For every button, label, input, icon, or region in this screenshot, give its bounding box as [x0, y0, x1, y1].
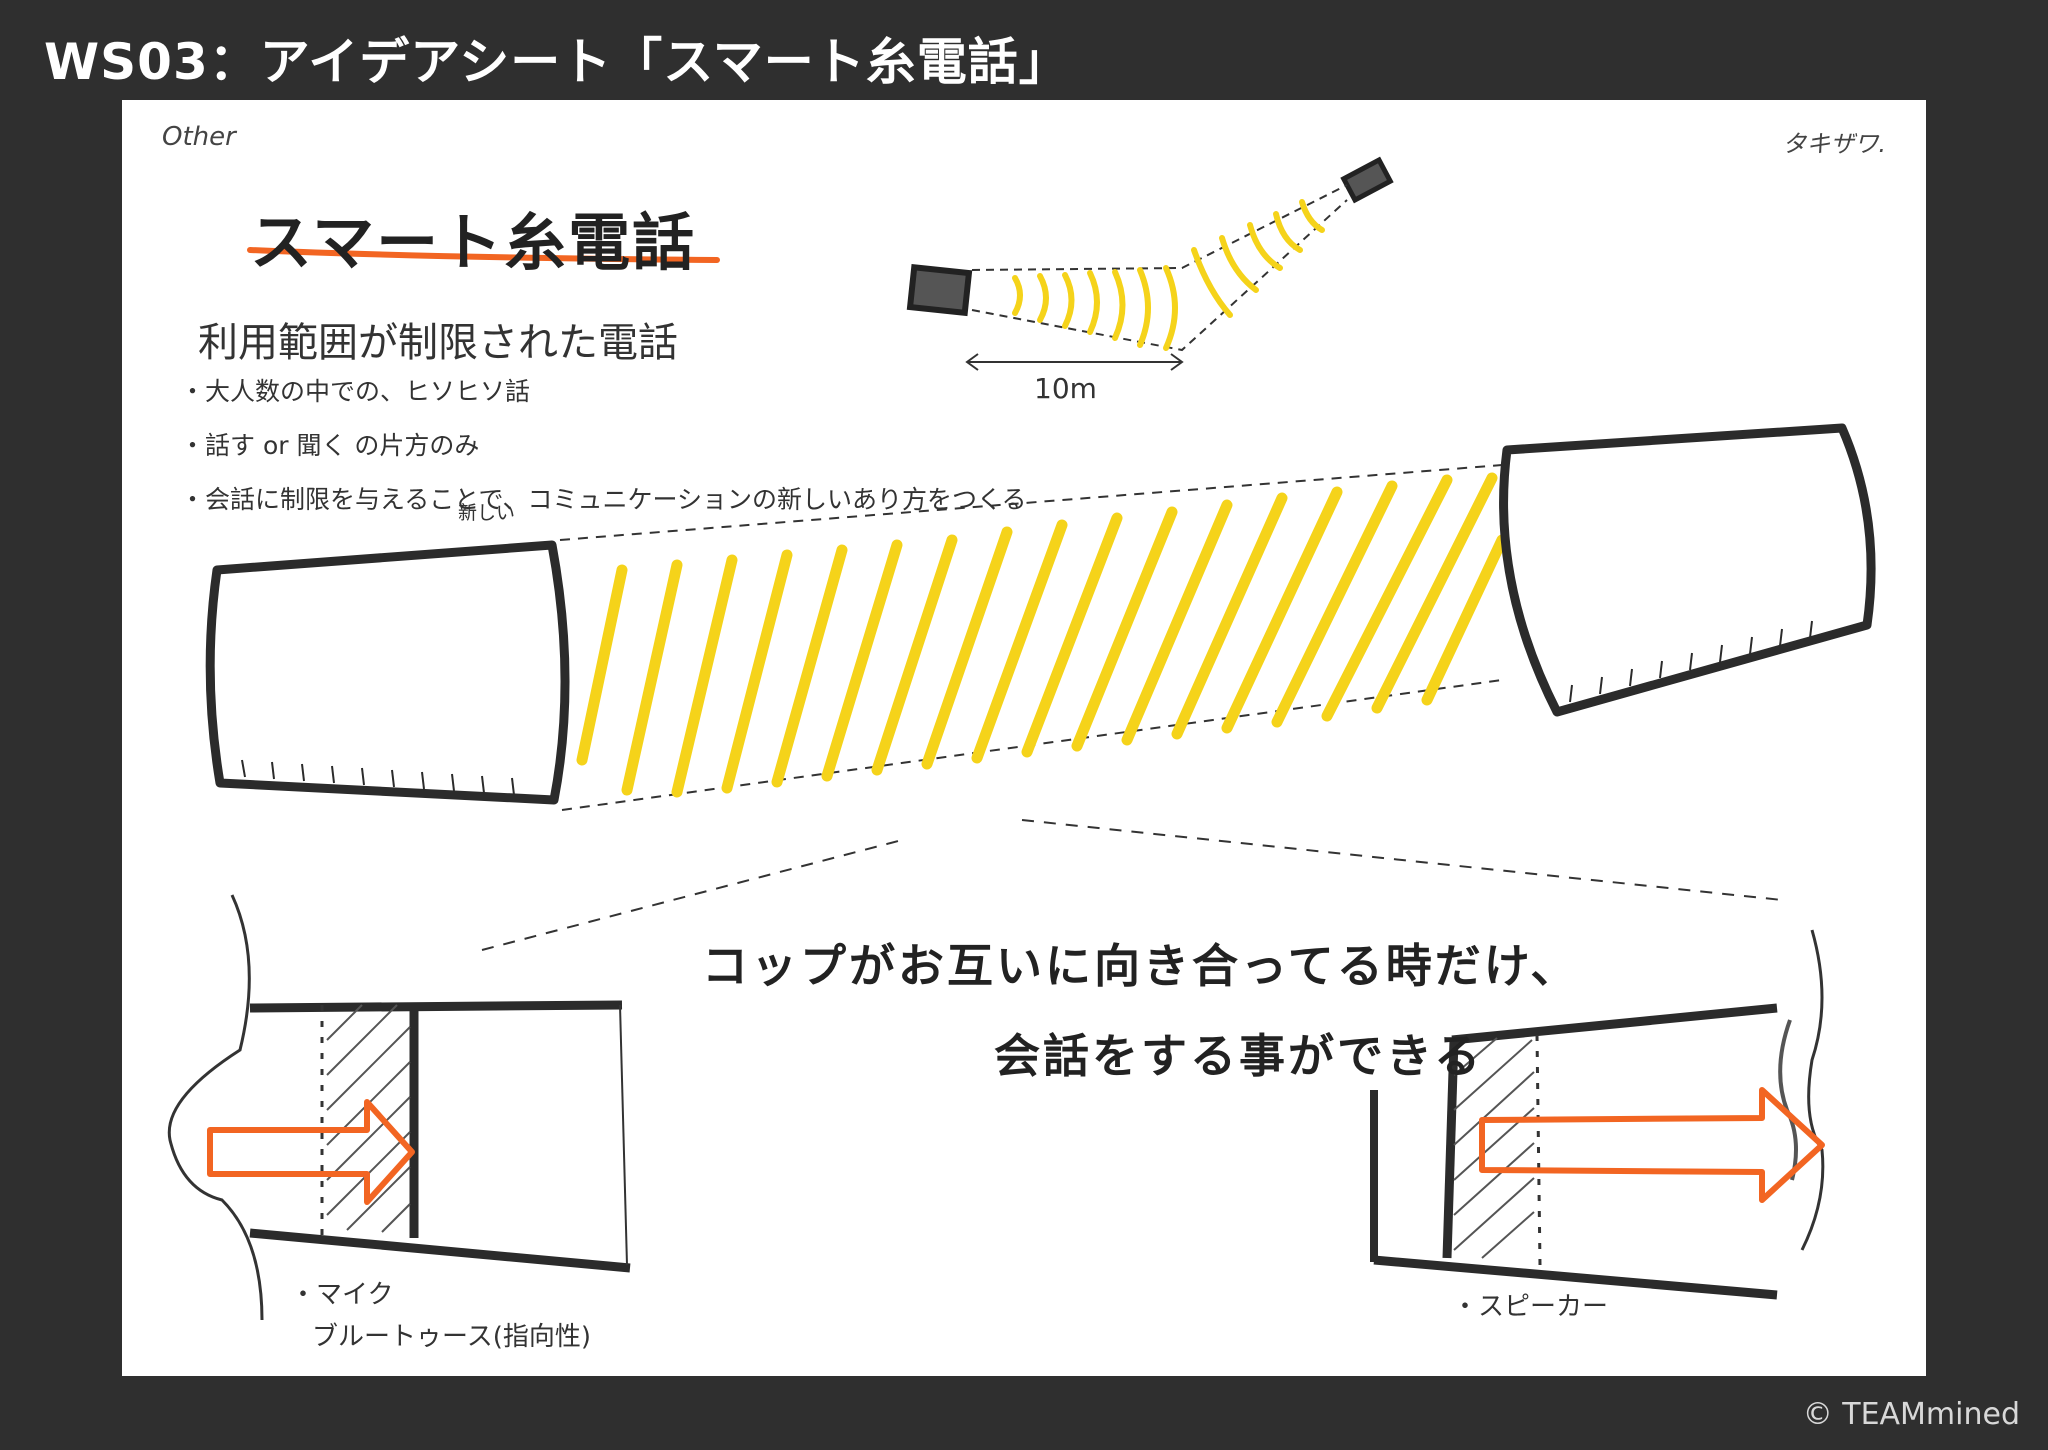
distance-label: 10m — [1034, 372, 1097, 405]
idea-bullets: 大人数の中での、ヒソヒソ話 話す or 聞く の片方のみ 会話に制限を与えること… — [180, 372, 1027, 534]
speaker-detail — [1370, 929, 1825, 1300]
idea-sheet: Other タキザワ. スマート糸電話 利用範囲が制限された電話 大人数の中での… — [122, 100, 1926, 1376]
beam-hatching — [576, 472, 1508, 798]
bullet-item: 会話に制限を与えることで、コミュニケーションの新しいあり方をつくる — [180, 480, 1027, 516]
signal-beam — [559, 464, 1508, 811]
mic-detail — [167, 894, 631, 1321]
corner-note-left: Other — [162, 122, 236, 152]
mini-cup-right — [1340, 156, 1394, 204]
cup-right — [1499, 423, 1876, 717]
face-profile — [167, 894, 264, 1321]
small-annotation: 新しい — [458, 502, 516, 524]
mini-cup-left — [906, 263, 973, 317]
bullet-item: 大人数の中での、ヒソヒソ話 — [180, 372, 1027, 408]
mic-label: ・マイク — [290, 1280, 394, 1310]
idea-title: スマート糸電話 — [250, 206, 697, 279]
arrow-right-icon — [207, 1099, 415, 1205]
signal-waves — [1012, 199, 1325, 351]
copyright-notice: © TEAMmined — [1802, 1397, 2020, 1432]
cup-left — [205, 540, 570, 805]
idea-subtitle: 利用範囲が制限された電話 — [198, 320, 678, 366]
title-underline — [247, 247, 720, 263]
author-name: タキザワ. — [1782, 130, 1886, 158]
bullet-item: 話す or 聞く の片方のみ — [180, 426, 1027, 462]
page-title: WS03：アイデアシート「スマート糸電話」 — [44, 33, 1070, 91]
sketch-drawing — [167, 156, 1876, 1321]
ear-profile — [1800, 929, 1825, 1251]
speaker-label: ・スピーカー — [1452, 1292, 1609, 1322]
bluetooth-label: ブルートゥース(指向性) — [312, 1322, 591, 1352]
mini-cup-diagram — [906, 156, 1394, 371]
caption-line-2: 会話をする事ができる — [994, 1029, 1484, 1083]
arrow-right-icon — [1479, 1087, 1825, 1203]
caption-line-1: コップがお互いに向き合ってる時だけ、 — [702, 939, 1580, 993]
